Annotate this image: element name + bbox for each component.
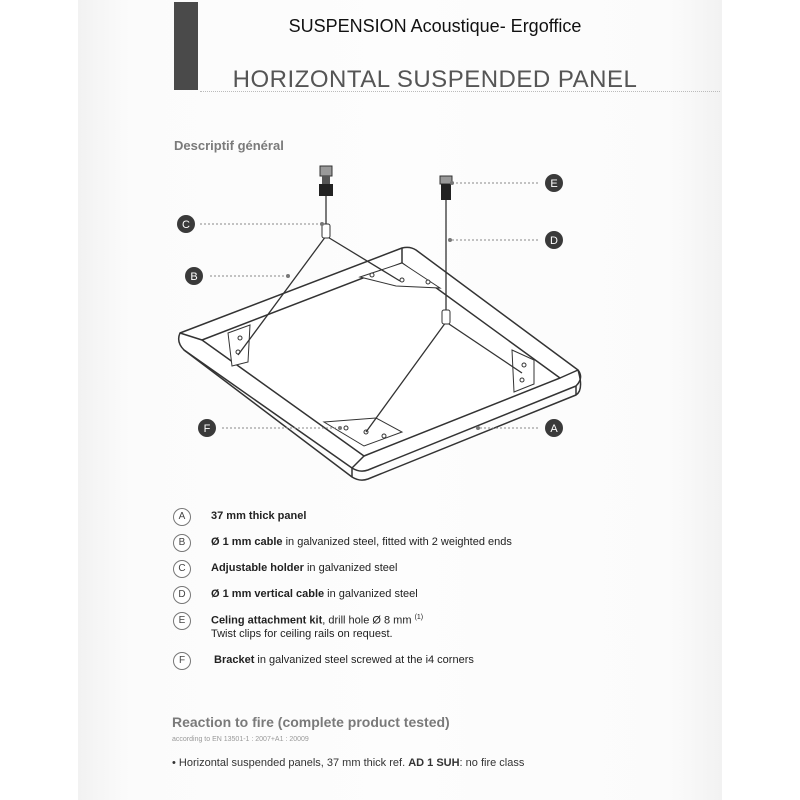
sling-cable-right-a: [365, 321, 447, 433]
section-title-fire-reaction: Reaction to fire (complete product teste…: [172, 714, 450, 730]
sling-cable-right-b: [445, 321, 523, 374]
bracket-bottom: [322, 417, 404, 447]
legend-marker: A: [173, 508, 191, 526]
footnote-marker: (1): [414, 614, 424, 621]
callout-a: A: [545, 419, 563, 437]
legend-term: Celing attachment kit: [211, 614, 323, 627]
callout-c: C: [177, 215, 195, 233]
legend-term: 37 mm thick panel: [211, 510, 307, 522]
fire-standard-note: according to EN 13501-1 : 2007+A1 : 2000…: [172, 736, 309, 743]
adjustable-holders: [321, 223, 451, 325]
legend-detail: in galvanized steel: [303, 562, 398, 574]
acoustic-panel: [177, 246, 582, 481]
product-reference: AD 1 SUH: [408, 757, 460, 769]
header-divider: [200, 91, 720, 92]
svg-text:E: E: [550, 178, 557, 190]
svg-text:F: F: [204, 423, 211, 435]
callout-d: D: [545, 231, 563, 249]
legend-marker: C: [173, 560, 191, 578]
sling-cable-left-b: [325, 235, 401, 282]
corner-brackets: [227, 262, 535, 447]
svg-text:D: D: [550, 235, 558, 247]
legend-marker: F: [173, 652, 191, 670]
legend-term: Bracket: [214, 654, 255, 666]
callout-leaders: [200, 182, 540, 429]
svg-text:C: C: [182, 219, 190, 231]
fire-class-item: • Horizontal suspended panels, 37 mm thi…: [172, 757, 525, 769]
page-subtitle: HORIZONTAL SUSPENDED PANEL: [232, 66, 638, 93]
page-title: SUSPENSION Acoustique- Ergoffice: [288, 16, 582, 36]
callout-e: E: [545, 174, 563, 192]
legend-detail: , drill hole Ø 8 mm: [322, 614, 415, 627]
callout-b: B: [185, 267, 203, 285]
ceiling-attachment-kits: [319, 165, 453, 200]
legend-detail: in galvanized steel, fitted with 2 weigh…: [282, 536, 512, 548]
sling-cable-left-a: [237, 235, 327, 356]
legend-detail-line2: Twist clips for ceiling rails on request…: [211, 628, 393, 640]
legend-detail: in galvanized steel screwed at the i4 co…: [254, 654, 474, 666]
header-accent-bar: [174, 2, 198, 90]
legend-term: Ø 1 mm cable: [211, 536, 283, 548]
section-title-description: Descriptif général: [174, 138, 284, 153]
legend-marker: B: [173, 534, 191, 552]
bracket-top: [358, 262, 442, 289]
legend-detail: in galvanized steel: [324, 588, 418, 600]
svg-text:A: A: [550, 423, 558, 435]
legend-marker: E: [173, 612, 191, 630]
bracket-right: [511, 349, 535, 393]
cables: [237, 196, 523, 433]
bracket-left: [227, 324, 251, 367]
legend-term: Adjustable holder: [211, 562, 304, 574]
callout-f: F: [198, 419, 216, 437]
legend-term: Ø 1 mm vertical cable: [211, 588, 325, 600]
svg-text:B: B: [190, 271, 197, 283]
legend-marker: D: [173, 586, 191, 604]
